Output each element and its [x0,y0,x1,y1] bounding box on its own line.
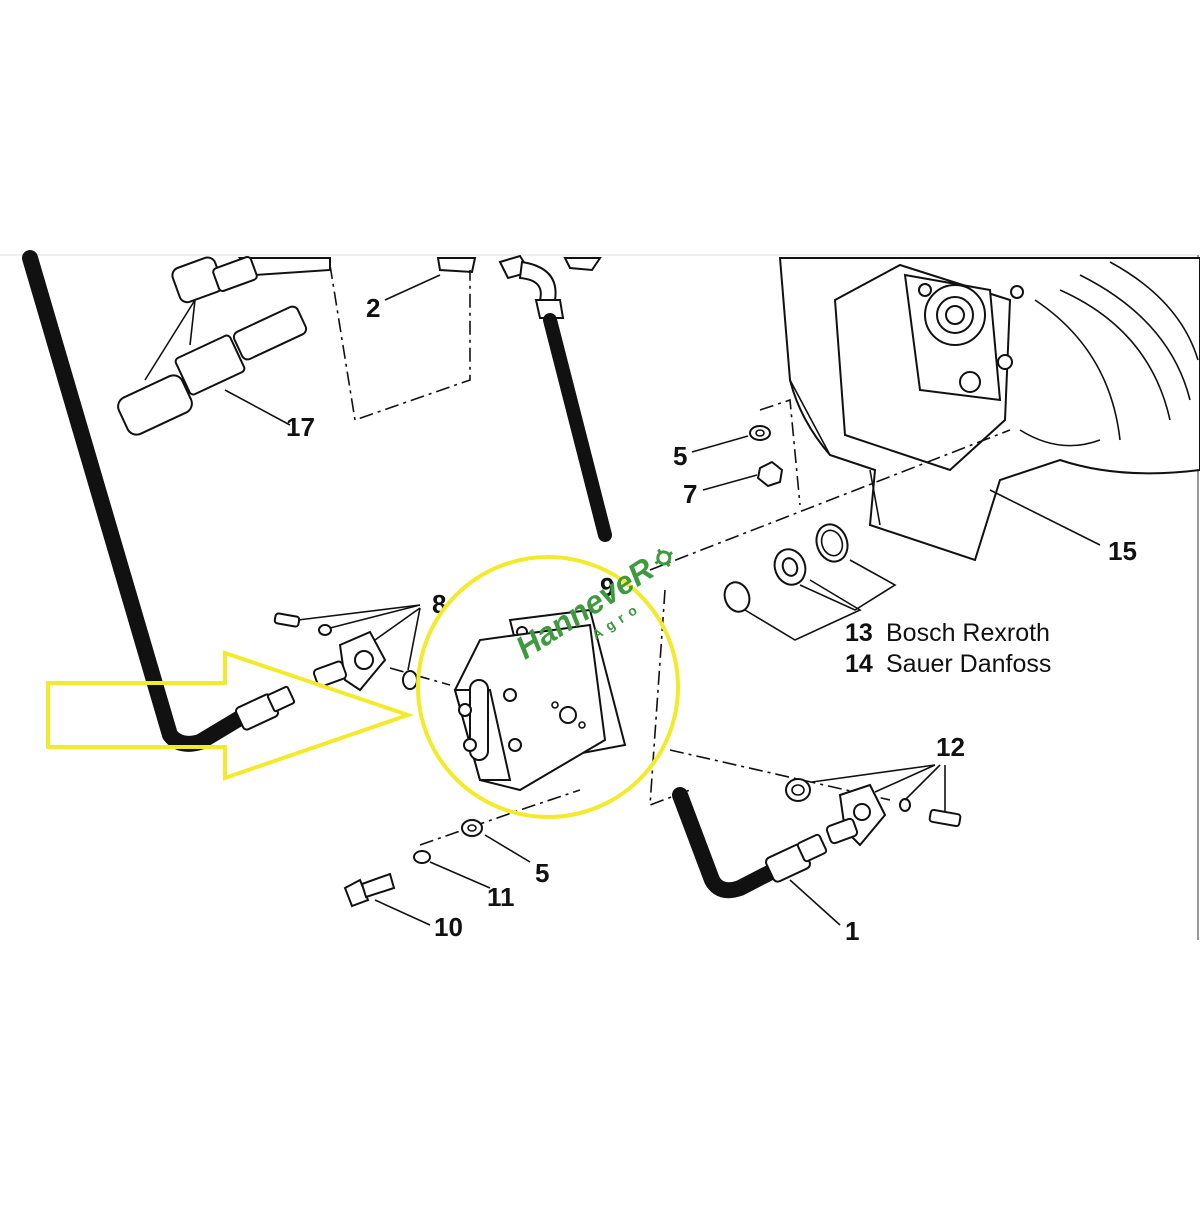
legend-14-number: 14 [845,650,873,678]
highlight-arrow [46,650,415,781]
watermark-gear-icon [654,548,674,568]
callout-15: 15 [1108,536,1137,566]
hydraulic-gear-pump [453,608,627,792]
callout-10: 10 [434,912,463,942]
quick-coupler-assembly [117,256,308,436]
legend-13-text: Bosch Rexroth [886,619,1050,647]
bottom-fasteners [343,819,483,908]
suction-hose-bottom [672,787,783,899]
leader-lines [224,274,1101,926]
washer-nut-top [749,425,784,488]
callout-1: 1 [845,916,859,946]
highlight-circle [416,555,680,819]
legend-13-number: 13 [845,619,873,647]
callout-9: 9 [600,572,614,602]
left-hose-fitting [235,685,296,731]
callout-2: 2 [366,293,380,323]
callout-12: 12 [936,732,965,762]
callout-5-top: 5 [673,441,687,471]
pressure-hose-left [22,250,253,752]
return-hose-top [543,313,612,542]
callout-5-bottom: 5 [535,858,549,888]
highlight-overlay [46,555,680,819]
flange-kit-right [785,778,962,847]
bottom-hose-fitting [765,833,828,883]
manufacturer-legend: 13 Bosch Rexroth 14 Sauer Danfoss [845,619,1051,678]
gearbox-housing [778,257,1200,562]
legend-14-text: Sauer Danfoss [886,650,1051,678]
callout-7: 7 [683,479,697,509]
callout-11: 11 [487,882,515,912]
callout-17: 17 [286,412,315,442]
shaft-seals [723,523,897,641]
flange-kit-left [273,612,418,692]
callout-labels: 2 17 5 7 15 8 9 12 5 11 10 1 [286,293,1137,946]
